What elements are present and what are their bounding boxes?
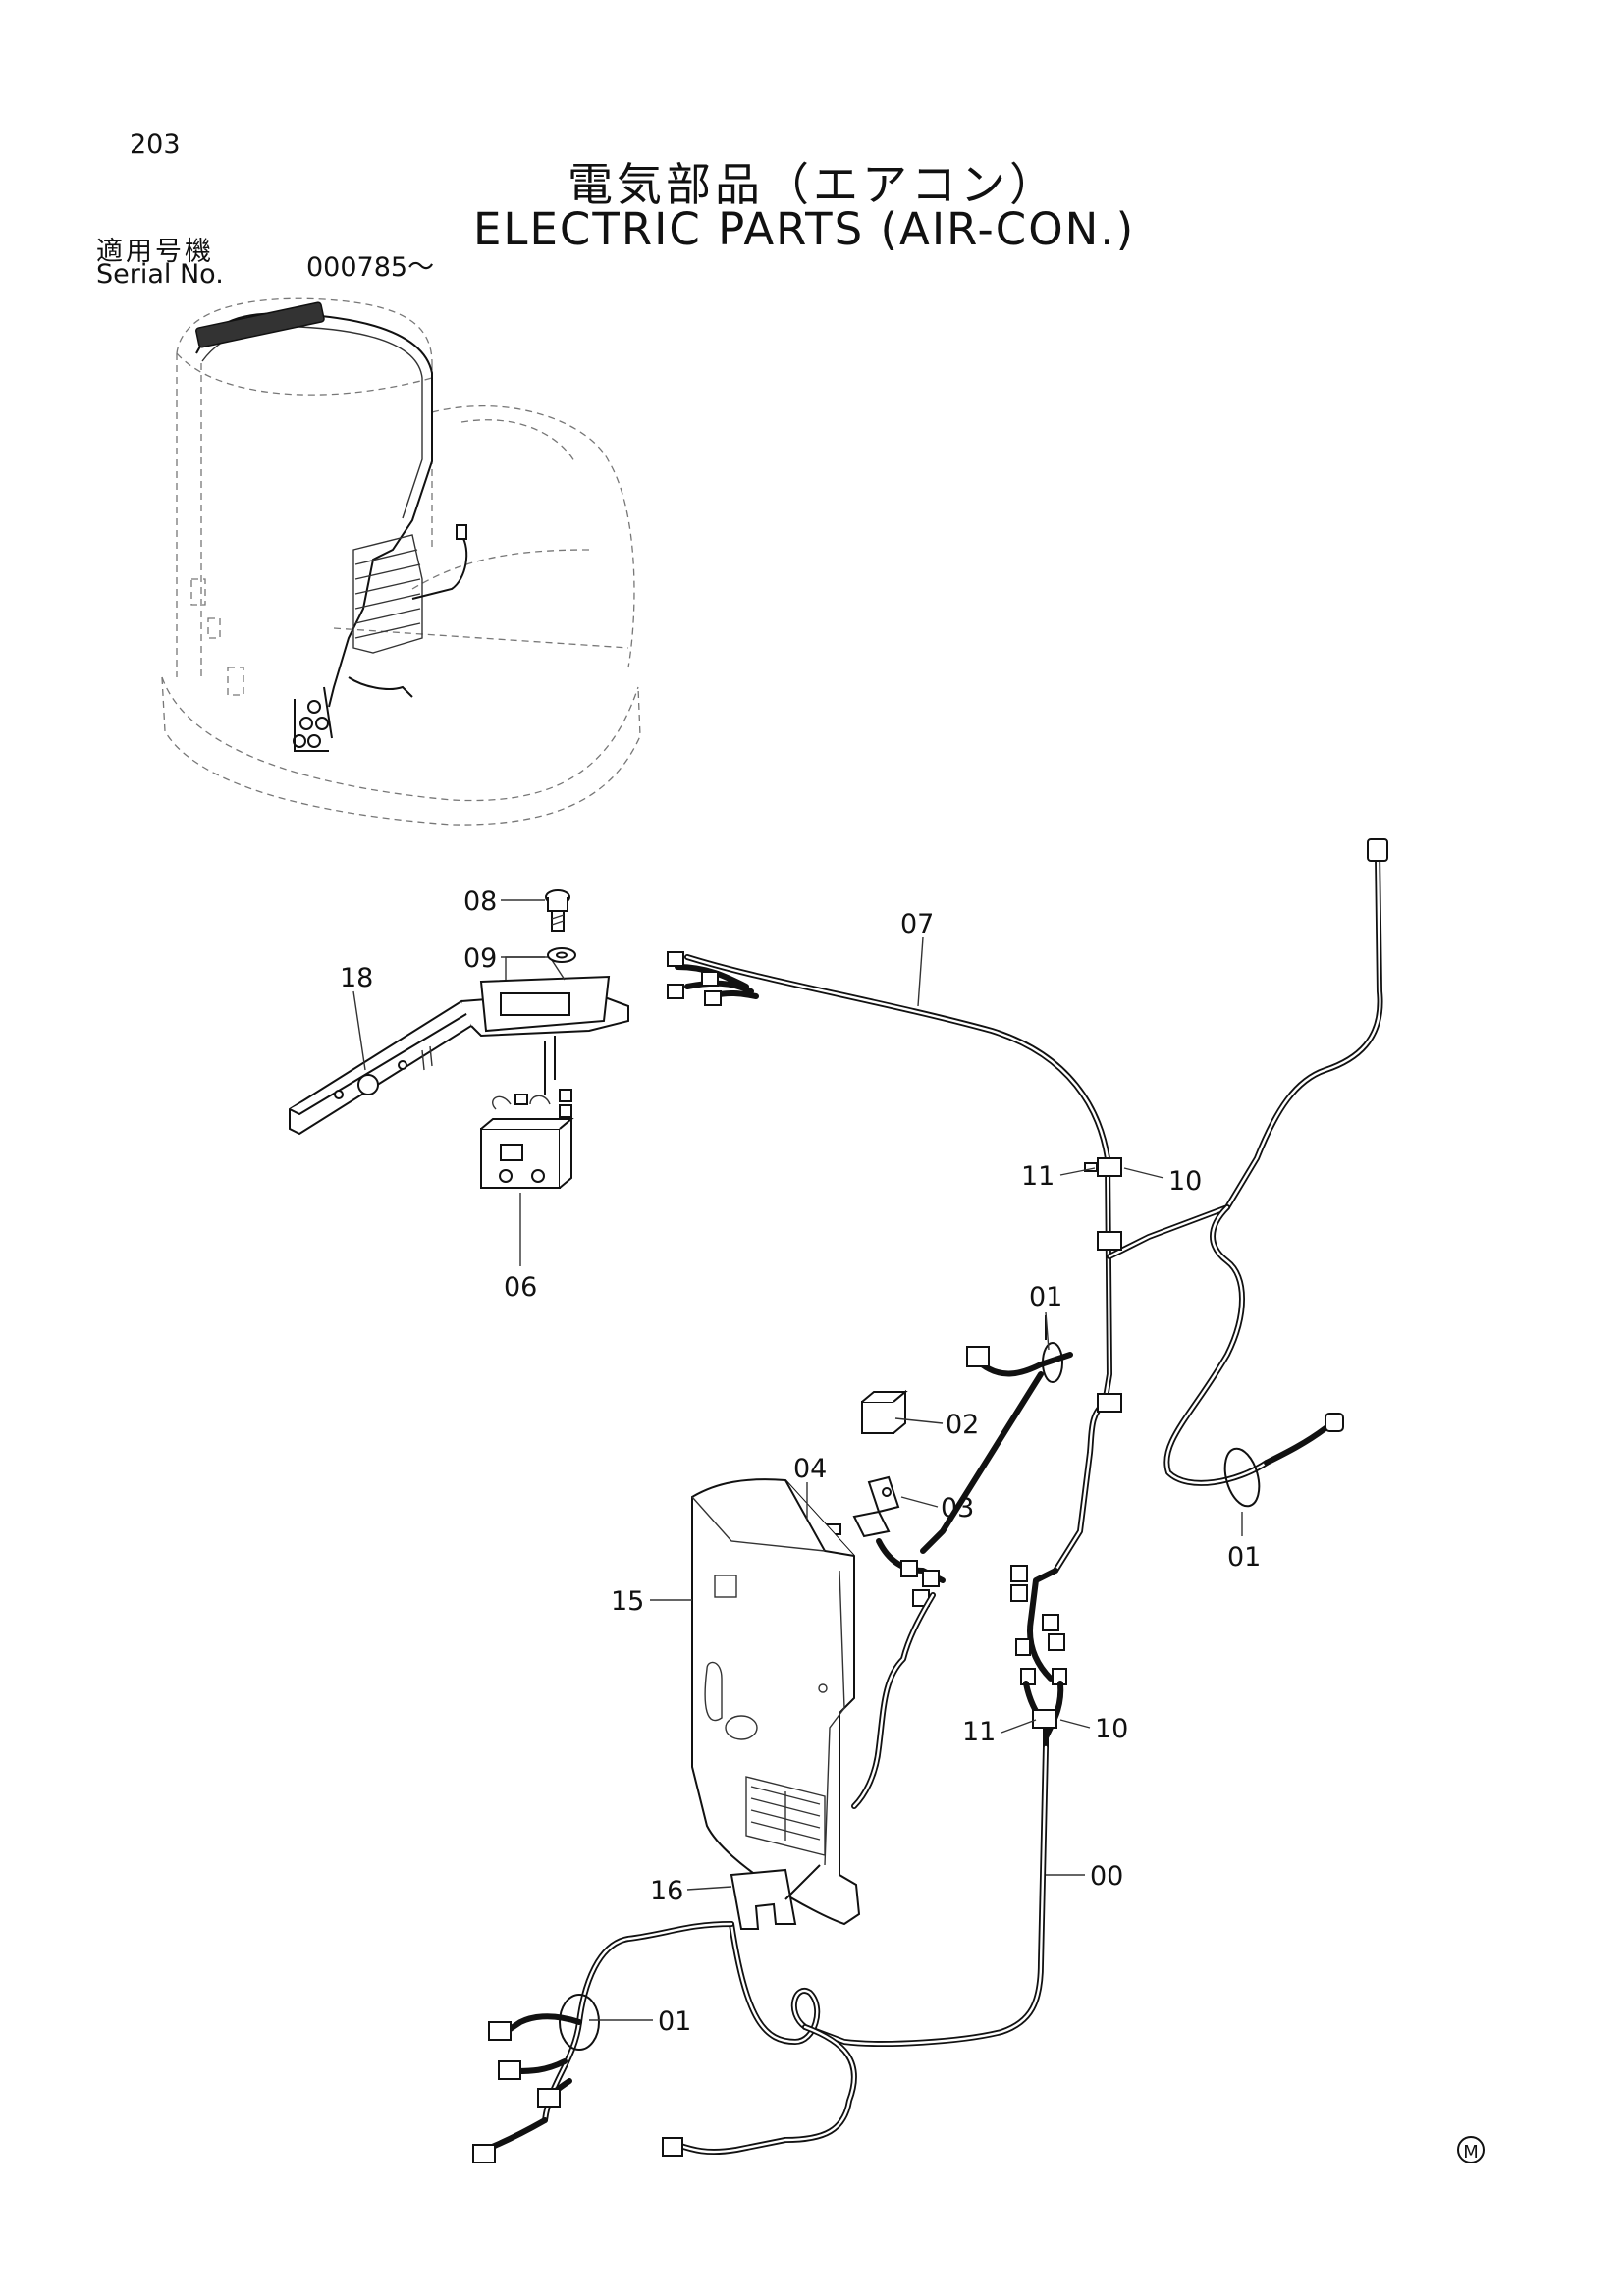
callout-02: 02 (946, 1410, 979, 1440)
callout-06: 06 (504, 1272, 537, 1303)
callout-01-right: 01 (1227, 1542, 1261, 1573)
switch-part-06 (480, 1036, 574, 1189)
harness-branch-right (1107, 838, 1388, 1508)
serial-label-japanese: 適用号機 (96, 237, 214, 267)
page-title-english: ELECTRIC PARTS (AIR-CON.) (473, 203, 1136, 255)
callout-10-lower: 10 (1095, 1714, 1128, 1744)
panel-part-15 (691, 1478, 861, 1926)
page-number: 203 (130, 130, 181, 160)
callout-07: 07 (900, 909, 934, 939)
bracket-part-03 (852, 1475, 900, 1538)
connector-cluster-right (1010, 1565, 1067, 1750)
leader-lines (352, 899, 1243, 2021)
harness-part-07 (667, 951, 1112, 1574)
bolt-part-08 (545, 889, 570, 932)
callout-15: 15 (611, 1586, 644, 1617)
callout-18: 18 (340, 963, 373, 993)
callout-00: 00 (1090, 1861, 1123, 1892)
clamp-part-01-mid (966, 1315, 1073, 1383)
washer-part-09 (547, 947, 576, 963)
callout-04: 04 (793, 1454, 827, 1484)
harness-lower-left (472, 1921, 857, 2163)
manufacturer-mark: M (1457, 2136, 1485, 2163)
machine-overview-illustration (161, 297, 641, 826)
pad-part-16 (730, 1864, 821, 1930)
harness-part-00 (802, 1744, 1049, 2047)
bracket-part-18 (289, 956, 629, 1136)
harness-relay-branch (851, 1371, 1044, 1809)
callout-10-upper: 10 (1168, 1166, 1202, 1197)
serial-number-value: 000785～ (306, 252, 435, 283)
mark-letter: M (1463, 2142, 1479, 2163)
callout-labels: 08 09 18 06 07 11 10 01 02 04 03 01 15 1… (340, 886, 1261, 2037)
serial-label-english: Serial No. (96, 259, 224, 290)
callout-03: 03 (941, 1493, 974, 1523)
relay-part-02 (861, 1389, 908, 1434)
callout-01-lower: 01 (658, 2006, 691, 2037)
clamp-assembly-upper (1084, 1157, 1122, 1413)
callout-08: 08 (463, 886, 497, 917)
callout-11-upper: 11 (1021, 1161, 1055, 1192)
callout-09: 09 (463, 943, 497, 974)
callout-16: 16 (650, 1876, 683, 1906)
page-title-japanese: 電気部品（エアコン） (568, 158, 1058, 211)
callout-01-mid: 01 (1029, 1282, 1062, 1312)
callout-11-lower: 11 (962, 1717, 996, 1747)
